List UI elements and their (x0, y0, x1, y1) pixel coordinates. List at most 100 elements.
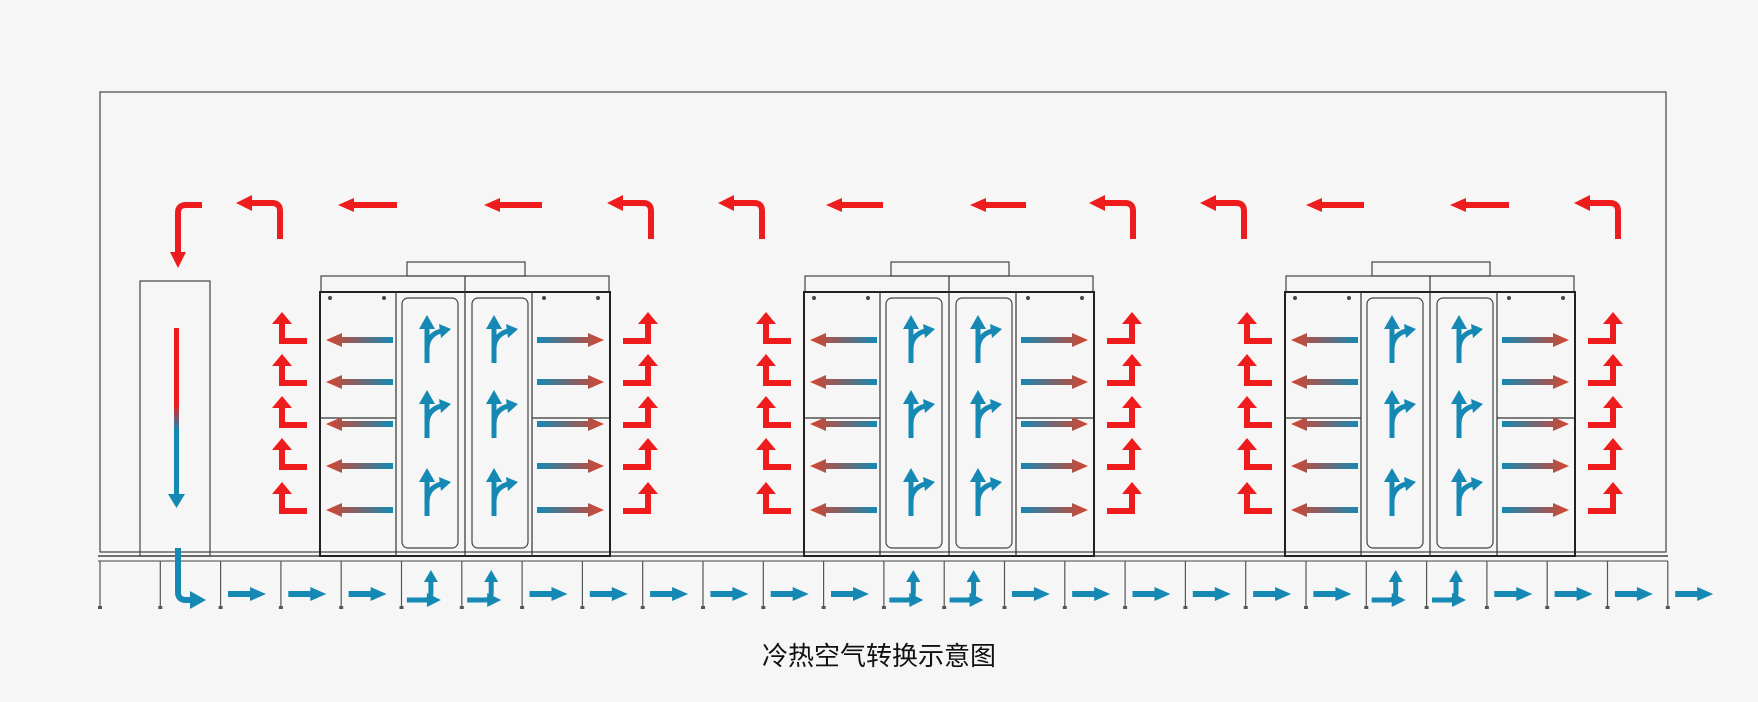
unit-flow-arrow-shaft (174, 328, 179, 498)
fork-branch (491, 403, 509, 425)
fork-head-up (970, 468, 986, 482)
fork-branch (908, 481, 926, 503)
cold-fork-arrow (1456, 402, 1474, 438)
screw (866, 296, 870, 300)
cold-fork-arrow (491, 402, 509, 438)
hot-return-arrow (756, 312, 791, 344)
floor-foot (821, 606, 826, 609)
floor-foot (1424, 606, 1429, 609)
fork-branch (424, 481, 442, 503)
exchange-arrow-left (326, 333, 393, 347)
rack-top-unit (406, 261, 526, 277)
fork-head-right (1404, 399, 1416, 413)
cold-supply-arrow (1554, 587, 1593, 601)
hot-return-top-arrow (1306, 198, 1364, 212)
exchange-arrow-right (1502, 417, 1569, 431)
fork-branch (1456, 403, 1474, 425)
fork-head-right (1471, 324, 1483, 338)
door-panel (401, 297, 459, 549)
cold-supply-arrow (1494, 587, 1533, 601)
floor-right-head (1452, 593, 1466, 607)
hot-return-top-arrow (970, 198, 1026, 212)
hot-return-arrow (1107, 396, 1142, 428)
fork-head-right (1471, 399, 1483, 413)
exchange-arrow-left (810, 503, 877, 517)
exchange-arrow-left (326, 503, 393, 517)
screw (382, 296, 386, 300)
cold-fork-arrow (908, 402, 926, 438)
fork-branch (1389, 481, 1407, 503)
cold-supply-arrow (770, 587, 809, 601)
floor-up-head (906, 570, 921, 582)
exchange-arrow-left (1291, 375, 1358, 389)
fork-head-up (970, 315, 986, 329)
hot-return-arrow (1588, 482, 1623, 514)
hot-return-arrow (756, 438, 791, 470)
floor-foot (278, 606, 283, 609)
hot-hook-arrow (1214, 200, 1247, 239)
hot-return-arrow (756, 354, 791, 386)
exchange-arrow-right (537, 417, 604, 431)
floor-foot (459, 606, 464, 609)
exchange-arrow-right (537, 503, 604, 517)
cold-fork-arrow (1389, 402, 1407, 438)
floor-up-head (423, 570, 438, 582)
hot-hook-head (1089, 195, 1105, 211)
floor-right-head (1391, 593, 1406, 607)
cold-fork-arrow (975, 480, 993, 516)
fork-head-right (923, 324, 935, 338)
exchange-arrow-left (810, 417, 877, 431)
cold-fork-arrow (491, 327, 509, 363)
fork-branch (1456, 328, 1474, 350)
floor-foot (399, 606, 404, 609)
screw (328, 296, 332, 300)
fork-head-right (1404, 477, 1416, 491)
exchange-arrow-left (326, 417, 393, 431)
screw (1561, 296, 1565, 300)
floor-foot (98, 606, 102, 609)
exchange-arrow-right (1502, 375, 1569, 389)
unit-discharge-arrow (175, 548, 192, 603)
fork-branch (424, 328, 442, 350)
fork-head-right (990, 477, 1002, 491)
hot-return-arrow (1588, 312, 1623, 344)
cold-supply-arrow (589, 587, 628, 601)
exchange-arrow-right (1502, 503, 1569, 517)
cold-fork-arrow (1389, 327, 1407, 363)
fork-head-up (1384, 390, 1400, 404)
fork-head-right (506, 324, 518, 338)
cold-fork-arrow (1389, 480, 1407, 516)
rack-top-unit (1371, 261, 1491, 277)
cold-fork-arrow (424, 327, 442, 363)
floor-foot (1243, 606, 1248, 609)
cold-supply-arrow (1192, 587, 1231, 601)
hot-return-arrow (623, 396, 658, 428)
cold-fork-arrow (1456, 480, 1474, 516)
unit-intake-head (170, 252, 186, 268)
fork-branch (491, 328, 509, 350)
exchange-arrow-right (1021, 503, 1088, 517)
hot-return-top-arrow (1450, 198, 1509, 212)
fork-head-right (1404, 324, 1416, 338)
fork-branch (908, 328, 926, 350)
fork-head-up (419, 390, 435, 404)
cold-supply-arrow (650, 587, 689, 601)
fork-head-right (923, 477, 935, 491)
screw (1026, 296, 1030, 300)
fork-branch (908, 403, 926, 425)
screw (1080, 296, 1084, 300)
hot-return-arrow (1237, 312, 1272, 344)
fork-head-up (970, 390, 986, 404)
fork-head-up (903, 315, 919, 329)
exchange-arrow-left (1291, 459, 1358, 473)
exchange-arrow-right (537, 333, 604, 347)
hot-return-arrow (1107, 438, 1142, 470)
exchange-arrow-right (537, 375, 604, 389)
cold-fork-arrow (424, 402, 442, 438)
hot-hook-head (236, 195, 252, 211)
exchange-arrow-right (1021, 375, 1088, 389)
hot-return-arrow (623, 438, 658, 470)
cold-fork-arrow (491, 480, 509, 516)
hot-return-arrow (1588, 438, 1623, 470)
